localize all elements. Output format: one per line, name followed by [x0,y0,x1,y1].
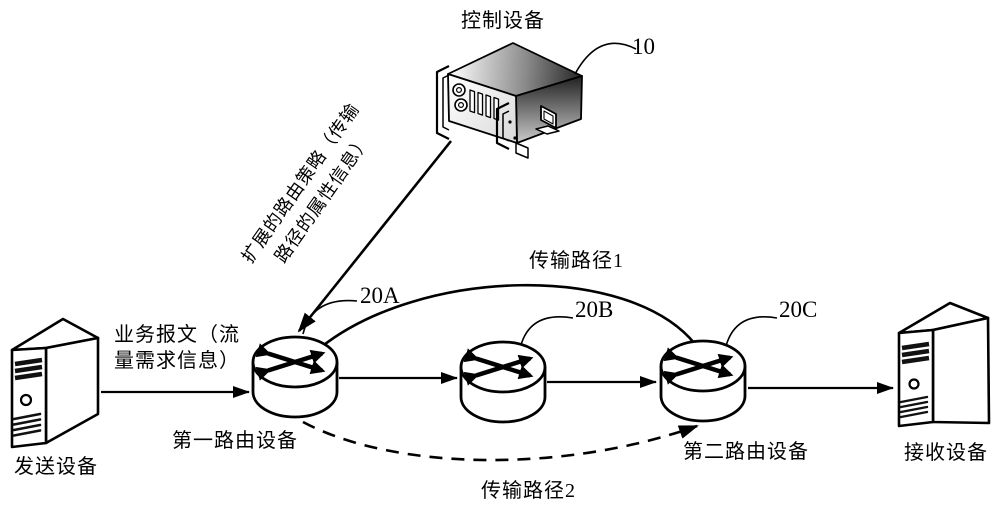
router2-icon [459,340,547,424]
router1-icon [251,335,339,419]
router1-ref-number: 20A [360,283,400,308]
control-device-label: 控制设备 [461,10,545,32]
transmission-path2-curve [302,420,699,462]
router3-label: 第二路由设备 [683,441,809,463]
router3-icon [659,339,747,423]
service-message-line1: 业务报文（流 [114,324,240,346]
control-device-ref-number: 10 [632,34,655,59]
leader-20b [520,316,574,346]
reference-leaders [302,42,778,347]
router3-ref-number: 20C [779,297,818,322]
service-message-label: 业务报文（流 量需求信息） [114,322,240,374]
leader-20a [302,299,358,335]
receiver-device-icon [897,301,991,428]
connection-arrows [101,140,894,398]
leader-20c [725,316,778,347]
sender-device-icon [10,317,100,449]
leader-10 [574,42,637,75]
receiver-device-label: 接收设备 [904,442,988,464]
transmission-path2-label: 传输路径2 [481,480,576,502]
control-device-icon [435,42,583,159]
service-message-line2: 量需求信息） [114,350,240,372]
router1-label: 第一路由设备 [172,430,298,452]
transmission-path1-curve [319,283,697,350]
arrow-control-to-router1 [297,140,453,333]
router2-ref-number: 20B [575,297,614,322]
transmission-path1-label: 传输路径1 [529,250,624,272]
sender-device-label: 发送设备 [14,456,98,478]
